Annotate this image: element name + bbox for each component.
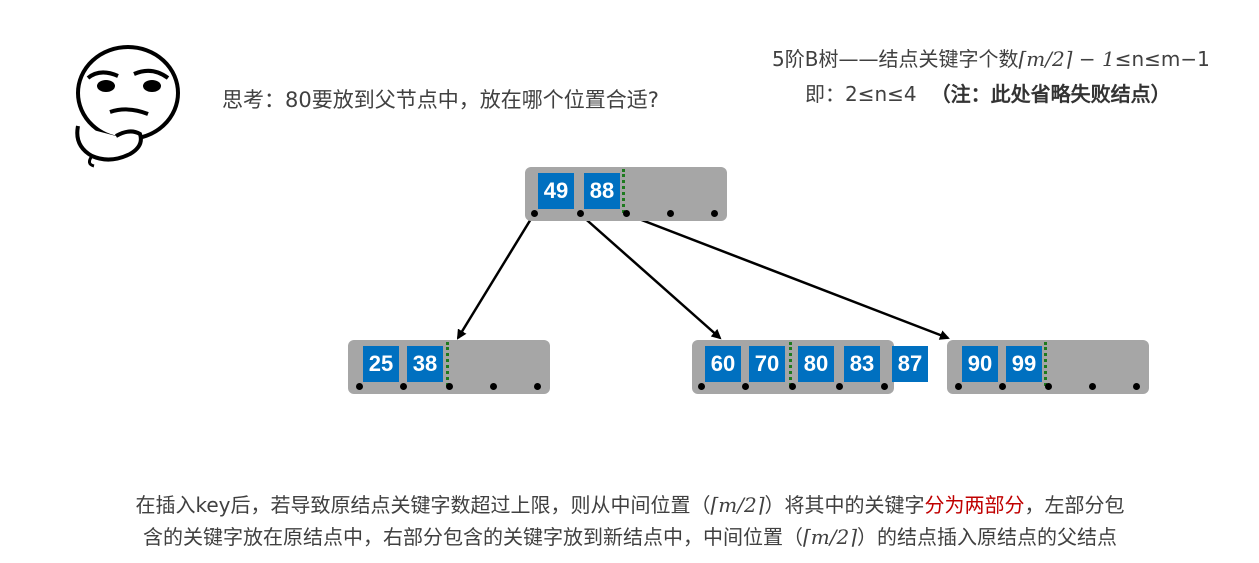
desc1-part-a: 在插入key后，若导致原结点关键字数超过上限，则从中间位置（	[135, 493, 711, 517]
left-key-1: 25	[363, 346, 399, 382]
split-description-line2: 含的关键字放在原结点中，右部分包含的关键字放到新结点中，中间位置（⌈m/2⌉）的…	[40, 521, 1220, 550]
right-pointer-4	[1089, 383, 1096, 390]
middle-separator	[789, 342, 792, 386]
left-pointer-1	[356, 383, 363, 390]
root-node: 49 88	[525, 167, 727, 221]
question-text: 思考：80要放到父节点中，放在哪个位置合适?	[222, 88, 659, 112]
thinking-face-icon	[75, 45, 180, 168]
right-pointer-3	[1045, 383, 1052, 390]
split-highlight: 分为两部分	[924, 493, 1025, 517]
root-pointer-4	[667, 210, 674, 217]
right-separator	[1044, 342, 1047, 386]
key-count-range: 即：2≤n≤4 （注：此处省略失败结点）	[805, 78, 1171, 107]
right-child-node: 90 99	[947, 340, 1149, 394]
root-pointer-5	[711, 210, 718, 217]
middle-pointer-2	[742, 383, 749, 390]
root-separator	[622, 169, 625, 213]
root-pointer-1	[531, 210, 538, 217]
right-key-1: 90	[962, 346, 998, 382]
rule-suffix: ≤n≤m−1	[1114, 47, 1210, 71]
right-pointer-2	[999, 383, 1006, 390]
right-pointer-5	[1133, 383, 1140, 390]
right-pointer-1	[955, 383, 962, 390]
key-count-rule: 5阶B树——结点关键字个数⌈m/2⌉ − 1≤n≤m−1	[772, 43, 1210, 72]
desc2-part-b: ）的结点插入原结点的父结点	[857, 525, 1118, 549]
right-key-2: 99	[1006, 346, 1042, 382]
middle-child-node: 60 70 80 83	[692, 340, 894, 394]
middle-key-4: 83	[844, 346, 880, 382]
desc1-formula: ⌈m/2⌉	[710, 493, 765, 517]
left-pointer-3	[446, 383, 453, 390]
edge-root-to-left	[456, 213, 536, 340]
desc2-part-a: 含的关键字放在原结点中，右部分包含的关键字放到新结点中，中间位置（	[142, 525, 803, 549]
rule-prefix: 5阶B树——结点关键字个数	[772, 47, 1019, 71]
left-pointer-4	[490, 383, 497, 390]
rule-formula: ⌈m/2⌉ − 1	[1018, 47, 1115, 71]
left-pointer-2	[400, 383, 407, 390]
edge-root-to-middle	[579, 213, 722, 340]
root-pointer-2	[577, 210, 584, 217]
middle-key-3: 80	[798, 346, 834, 382]
root-pointer-3	[623, 210, 630, 217]
root-key-1: 49	[538, 173, 574, 209]
desc1-part-b: ）将其中的关键字	[764, 493, 925, 517]
middle-key-2: 70	[749, 346, 785, 382]
desc1-part-c: ，左部分包	[1024, 493, 1125, 517]
edge-root-to-right	[625, 212, 950, 340]
split-description-line1: 在插入key后，若导致原结点关键字数超过上限，则从中间位置（⌈m/2⌉）将其中的…	[40, 489, 1220, 518]
range-text: 即：2≤n≤4	[805, 82, 917, 106]
overflow-key: 87	[892, 346, 928, 382]
left-child-node: 25 38	[348, 340, 550, 394]
root-key-2: 88	[584, 173, 620, 209]
left-separator	[446, 342, 449, 386]
left-key-2: 38	[407, 346, 443, 382]
omit-failure-note: （注：此处省略失败结点）	[930, 82, 1171, 106]
middle-key-1: 60	[705, 346, 741, 382]
middle-pointer-4	[836, 383, 843, 390]
desc2-formula: ⌈m/2⌉	[802, 525, 858, 549]
left-pointer-5	[534, 383, 541, 390]
middle-pointer-3	[789, 383, 796, 390]
middle-pointer-1	[698, 383, 705, 390]
middle-pointer-5	[881, 383, 888, 390]
